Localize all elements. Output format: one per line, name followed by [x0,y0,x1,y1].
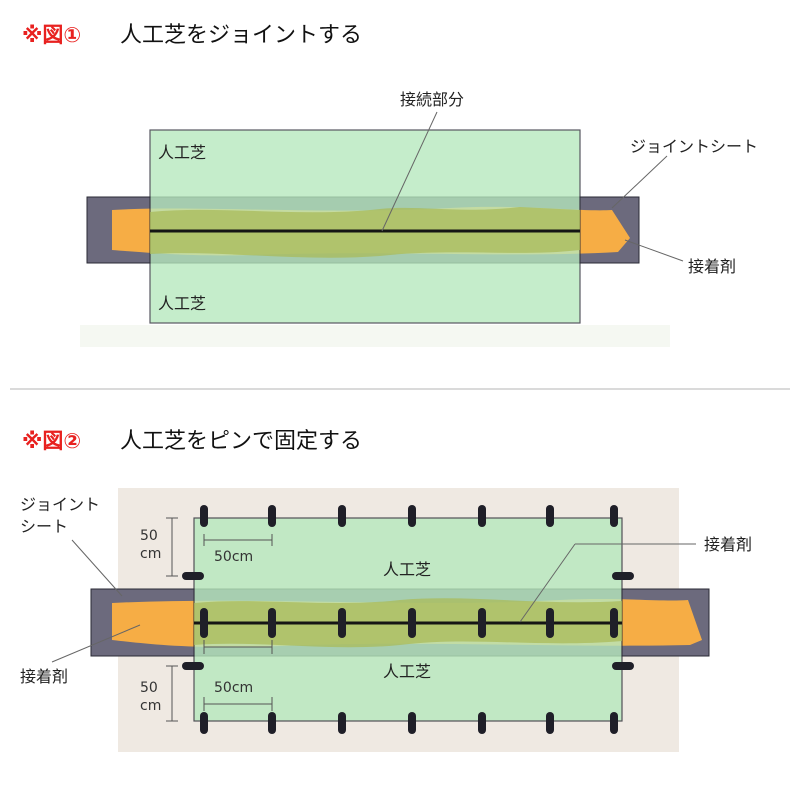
callout-sheet: ジョイントシート [630,137,758,156]
dim-vertical-top-value: 50 [140,528,158,544]
turf-label-top: 人工芝 [383,560,431,579]
turf-label-top: 人工芝 [158,143,206,162]
dim-horizontal-bottom: 50cm [214,680,253,696]
figure1: ※図① 人工芝をジョイントする 人工芝 人工芝 接続部分 ジョイントシート 接着… [22,23,758,347]
callout-line-sheet [71,539,123,597]
callout-glue-right: 接着剤 [704,535,752,554]
dim-vertical-bottom-value: 50 [140,680,158,696]
turf-label-bottom: 人工芝 [383,662,431,681]
callout-glue-left: 接着剤 [20,667,68,686]
callout-line-glue-left [51,624,141,663]
dimension-vertical-bottom [166,665,178,722]
dim-horizontal-top: 50cm [214,549,253,565]
pins-seam [200,608,618,638]
figure1-marker: ※図① [22,23,81,47]
callout-line-glue-right-d [519,543,576,623]
callout-line-sheet [611,155,668,209]
figure2: ※図② 人工芝をピンで固定する [20,429,752,752]
ground-shadow [80,325,670,347]
turf-label-bottom: 人工芝 [158,294,206,313]
dim-vertical-top-unit: cm [140,546,161,562]
callout-line-glue [624,239,684,262]
dim-vertical-bottom-unit: cm [140,698,161,714]
callout-line-seam [381,111,438,232]
dimension-horizontal-bottom [203,640,273,711]
figure1-title: 人工芝をジョイントする [120,23,362,48]
callout-sheet-line1: ジョイント [20,495,100,514]
pins-side [182,572,634,670]
callout-sheet-line2: シート [20,517,68,536]
dimension-vertical-top [166,517,178,577]
figure2-title: 人工芝をピンで固定する [120,429,362,454]
callout-glue: 接着剤 [688,257,736,276]
callout-seam: 接続部分 [400,90,464,109]
pins-top-edge [200,505,618,527]
pins-bottom-edge [200,712,618,734]
figure2-marker: ※図② [22,429,81,453]
dimension-horizontal-top [203,534,273,546]
